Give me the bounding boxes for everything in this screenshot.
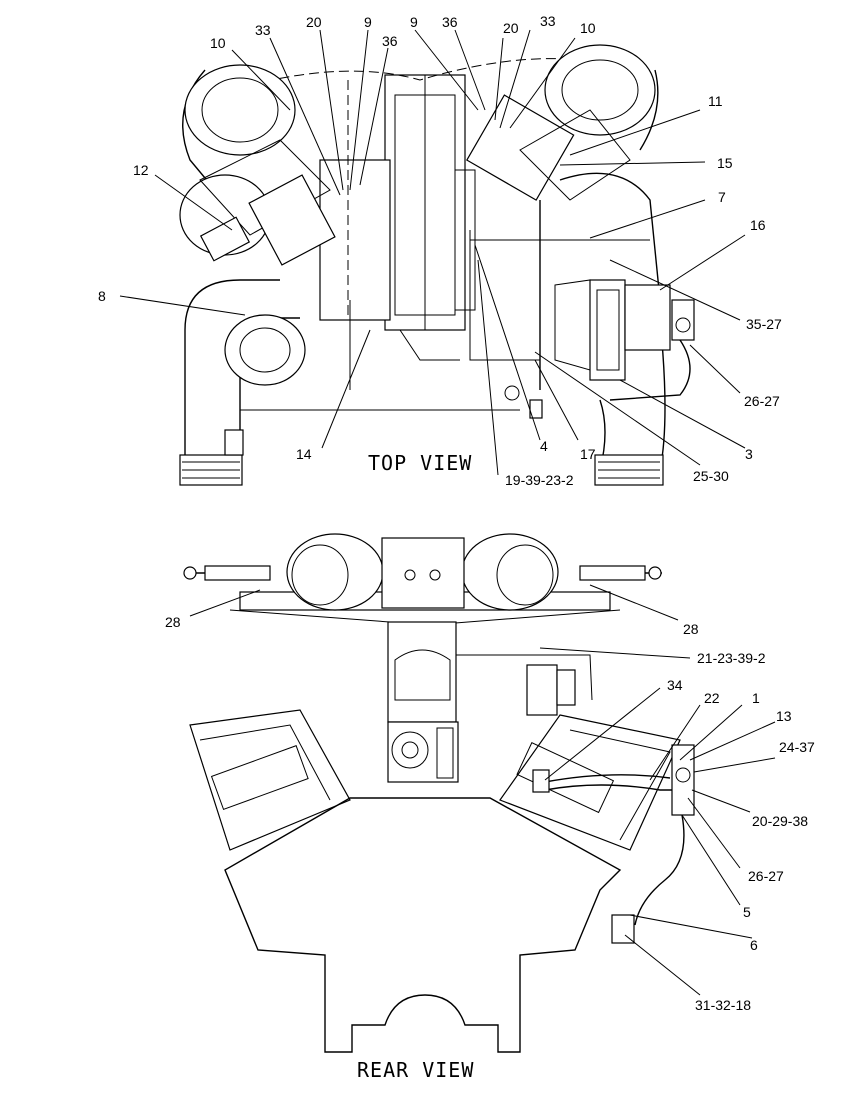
callout-6: 6: [750, 937, 758, 953]
callout-16: 16: [750, 217, 766, 233]
callout-14: 14: [296, 446, 312, 462]
callout-36-right: 36: [442, 14, 458, 30]
rear-view-drawing: [183, 533, 695, 1053]
callout-17: 17: [580, 446, 596, 462]
callout-15: 15: [717, 155, 733, 171]
rear-view-title: REAR VIEW: [357, 1058, 474, 1082]
callout-21-23-39-2: 21-23-39-2: [697, 650, 766, 666]
callout-4: 4: [540, 438, 548, 454]
top-view-title: TOP VIEW: [368, 451, 472, 475]
callout-33-right: 33: [540, 13, 556, 29]
callout-12: 12: [133, 162, 149, 178]
leader-lines: [119, 29, 776, 996]
callout-20-right: 20: [503, 20, 519, 36]
callout-26-27-top: 26-27: [744, 393, 780, 409]
callout-9-left: 9: [364, 14, 372, 30]
callout-20-29-38: 20-29-38: [752, 813, 808, 829]
callout-8: 8: [98, 288, 106, 304]
top-view-callouts: 10 33 20 9 36 9 36 20 33 10 11 15 12 7 1…: [98, 13, 782, 488]
callout-24-37: 24-37: [779, 739, 815, 755]
callout-7: 7: [718, 189, 726, 205]
callout-36-left: 36: [382, 33, 398, 49]
callout-9-right: 9: [410, 14, 418, 30]
callout-19-39-23-2: 19-39-23-2: [505, 472, 574, 488]
callout-34: 34: [667, 677, 683, 693]
callout-33-left: 33: [255, 22, 271, 38]
callout-11: 11: [708, 93, 723, 109]
callout-20-left: 20: [306, 14, 322, 30]
callout-28-right: 28: [683, 621, 699, 637]
callout-10-right: 10: [580, 20, 596, 36]
callout-35-27: 35-27: [746, 316, 782, 332]
callout-1: 1: [752, 690, 760, 706]
callout-25-30: 25-30: [693, 468, 729, 484]
callout-22: 22: [704, 690, 720, 706]
callout-5: 5: [743, 904, 751, 920]
callout-31-32-18: 31-32-18: [695, 997, 751, 1013]
callout-28-left: 28: [165, 614, 181, 630]
callout-10-left: 10: [210, 35, 226, 51]
rear-view-callouts: 28 28 21-23-39-2 34 22 1 13 24-37 20-29-…: [165, 614, 815, 1013]
callout-3: 3: [745, 446, 753, 462]
top-view-drawing: [179, 44, 695, 486]
callout-13: 13: [776, 708, 792, 724]
callout-26-27-rear: 26-27: [748, 868, 784, 884]
